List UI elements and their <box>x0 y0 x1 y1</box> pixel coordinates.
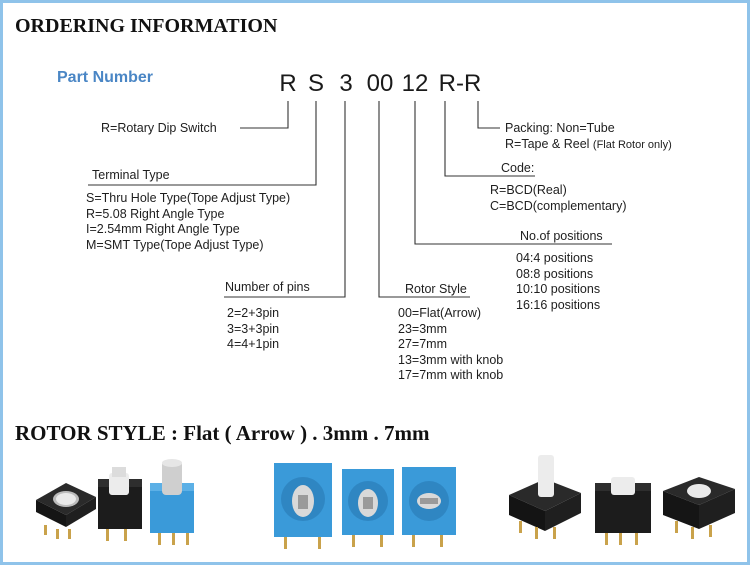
list-item: 27=7mm <box>398 337 447 351</box>
list-item: 17=7mm with knob <box>398 368 504 382</box>
code-char-code-packing: R-R <box>438 70 482 97</box>
list-item: 2=2+3pin <box>227 306 280 320</box>
code-char-terminal: S <box>307 70 324 97</box>
list-item: 3=3+3pin <box>227 321 280 336</box>
3mm-rotor-photo <box>274 463 456 549</box>
code-char-positions: 12 <box>401 70 429 97</box>
list-item: 23=3mm <box>398 321 447 336</box>
list-item: M=SMT Type(Tope Adjust Type) <box>86 237 264 252</box>
rotor-style-title: Rotor Style <box>405 282 467 296</box>
flat-rotor-photo <box>36 459 194 545</box>
positions-list: 04:4 positions 08:8 positions 10:10 posi… <box>516 251 600 313</box>
pins-list: 2=2+3pin 3=3+3pin 4=4+1pin <box>227 306 279 353</box>
code-title: Code: <box>501 161 535 175</box>
pins-title: Number of pins <box>225 280 310 294</box>
list-item: 10:10 positions <box>516 282 601 296</box>
rotor-style-list: 00=Flat(Arrow) 23=3mm 27=7mm 13=3mm with… <box>398 306 503 384</box>
part-number-label: Part Number <box>57 69 154 86</box>
list-item: 4=4+1pin <box>227 337 280 351</box>
code-char-pins: 3 <box>339 70 353 97</box>
list-item: C=BCD(complementary) <box>490 198 627 213</box>
code-char-rotor: 00 <box>366 70 394 97</box>
list-item: 00=Flat(Arrow) <box>398 306 482 320</box>
rotary-label: R=Rotary Dip Switch <box>101 121 217 135</box>
list-item: Packing: Non=Tube <box>505 121 615 135</box>
page-title: ORDERING INFORMATION <box>15 15 278 37</box>
list-item: 08:8 positions <box>516 266 594 281</box>
list-item: 16:16 positions <box>516 297 601 312</box>
list-item: R=BCD(Real) <box>490 183 567 197</box>
terminal-type-title: Terminal Type <box>92 168 170 182</box>
packing-option: R=Tape & Reel <box>505 136 590 151</box>
list-item: I=2.54mm Right Angle Type <box>86 222 240 236</box>
7mm-rotor-photo <box>509 455 735 545</box>
rotor-style-heading: ROTOR STYLE : Flat ( Arrow ) . 3mm . 7mm <box>15 421 430 445</box>
terminal-type-list: S=Thru Hole Type(Tope Adjust Type) R=5.0… <box>86 191 290 253</box>
packing-note: (Flat Rotor only) <box>592 138 672 151</box>
packing-list: Packing: Non=Tube R=Tape & Reel (Flat Ro… <box>505 121 672 153</box>
list-item: 13=3mm with knob <box>398 352 504 367</box>
code-list: R=BCD(Real) C=BCD(complementary) <box>490 183 627 214</box>
list-item: R=5.08 Right Angle Type <box>86 206 225 221</box>
code-char-series: R <box>279 70 297 97</box>
list-item: R=Tape & Reel (Flat Rotor only) <box>505 137 672 154</box>
list-item: S=Thru Hole Type(Tope Adjust Type) <box>86 191 291 205</box>
list-item: 04:4 positions <box>516 251 594 265</box>
positions-title: No.of positions <box>520 229 603 243</box>
